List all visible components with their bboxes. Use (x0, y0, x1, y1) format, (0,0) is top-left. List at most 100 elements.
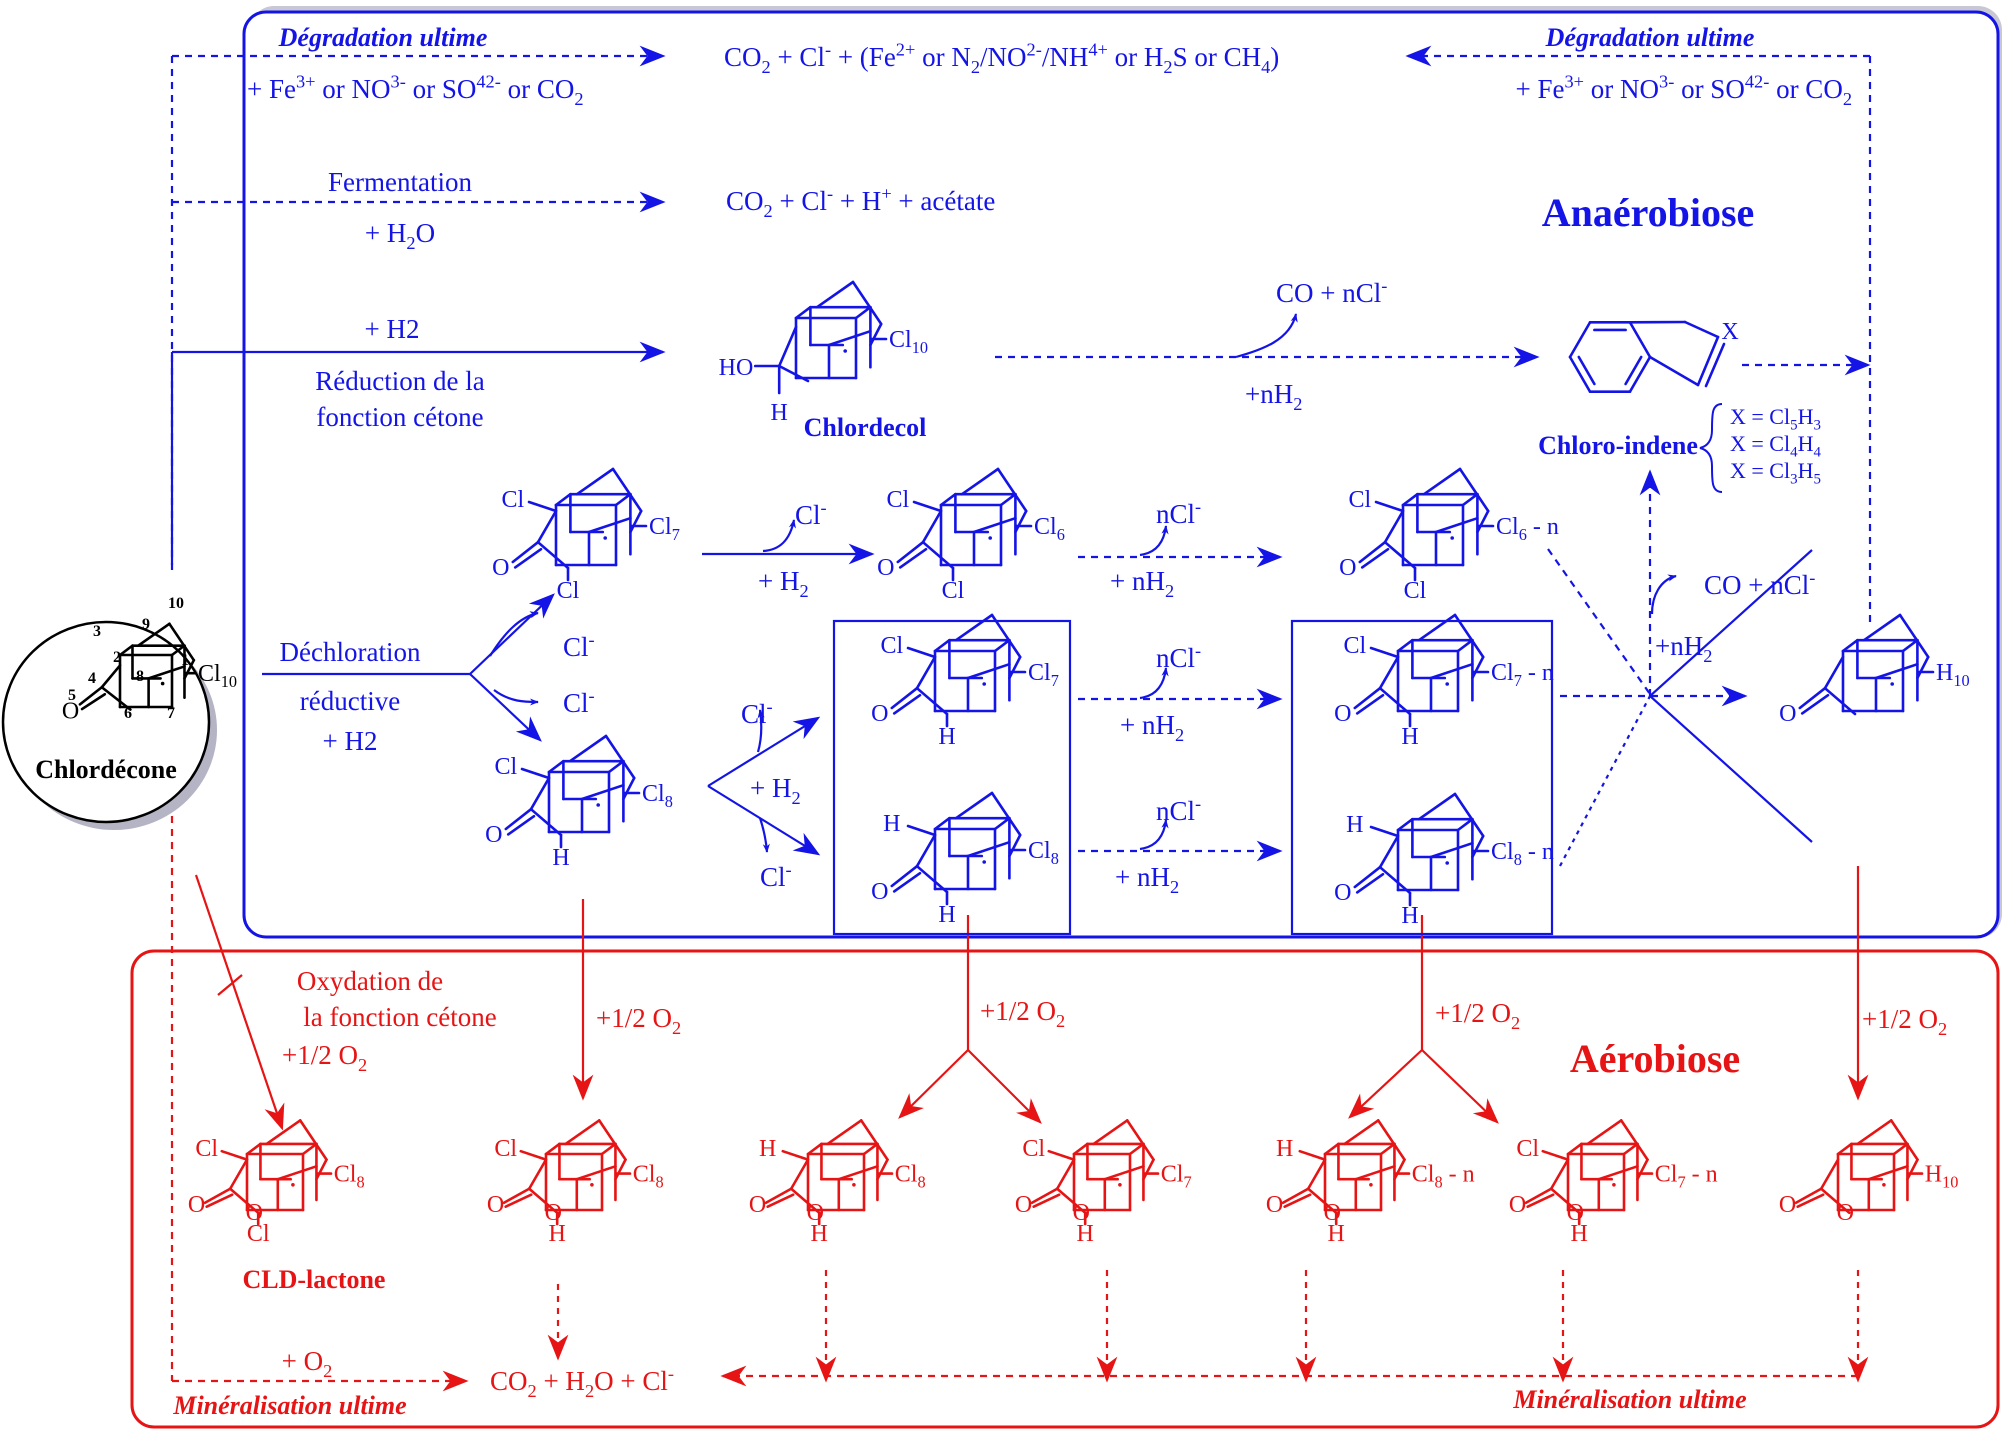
left-atom: H (1346, 812, 1363, 838)
bottom-atom: H (1328, 1221, 1345, 1247)
lactone-oxygen: O (487, 1192, 504, 1218)
atom-number-5: 5 (68, 687, 76, 704)
ncl-release-1: nCl- (1156, 497, 1201, 529)
bottom-atom: H (811, 1221, 828, 1247)
atom-number-7: 7 (167, 705, 175, 722)
left-atom: Cl (494, 754, 517, 780)
lactone-oxygen: O (1779, 1192, 1796, 1218)
atom-number-2: 2 (113, 649, 121, 666)
substituent-label: Cl7 - n (1491, 660, 1554, 690)
chlordecol-name: Chlordecol (804, 413, 927, 442)
left-atom: Cl (1516, 1136, 1539, 1162)
substituent-label: Cl6 - n (1496, 514, 1559, 544)
left-atom: Cl (501, 487, 524, 513)
o2-step-3: +1/2 O2 (1435, 998, 1520, 1033)
left-atom: H (1276, 1136, 1293, 1162)
left-atom: H (759, 1136, 776, 1162)
o2-step-4: +1/2 O2 (1862, 1004, 1947, 1039)
atom-number-8: 8 (136, 668, 144, 685)
ketone-oxygen: O (1339, 555, 1356, 581)
substituent-label: Cl8 - n (1491, 839, 1554, 869)
o2-step-1: +1/2 O2 (596, 1003, 681, 1038)
chlordecol-h: H (771, 400, 788, 426)
ultimate-products: CO2 + Cl- + (Fe2+ or N2/NO2-/NH4+ or H2S… (724, 40, 1279, 77)
ketone-oxygen: O (1779, 701, 1796, 727)
ring-oxygen: O (1837, 1200, 1854, 1226)
fermentation-h2o: + H2O (365, 218, 435, 253)
lactone-name: CLD-lactone (243, 1265, 386, 1294)
nh2-step-3: + nH2 (1115, 862, 1179, 897)
aerobic-title: Aérobiose (1570, 1036, 1740, 1081)
reduction-label-2: fonction cétone (316, 402, 483, 432)
ketone-oxygen: O (485, 822, 502, 848)
ketone-oxygen: O (1334, 880, 1351, 906)
fermentation-label: Fermentation (328, 167, 472, 197)
indene-x: X (1721, 319, 1738, 345)
substituent-label: Cl8 - n (1412, 1162, 1475, 1192)
bottom-atom: H (1571, 1221, 1588, 1247)
chlordecol-co-release: CO + nCl- (1276, 276, 1387, 308)
nh2-step-2: + nH2 (1120, 710, 1184, 745)
bottom-atom: H (1401, 724, 1418, 750)
bottom-atom: Cl (247, 1221, 270, 1247)
left-atom: Cl (1348, 487, 1371, 513)
ncl-release-3: nCl- (1156, 794, 1201, 826)
anaerobic-title: Anaérobiose (1542, 190, 1755, 235)
reduction-label-1: Réduction de la (315, 366, 484, 396)
mineralisation-products: CO2 + H2O + Cl- (490, 1364, 674, 1401)
chlordecone-name: Chlordécone (35, 755, 177, 784)
oxidation-label-2: la fonction cétone (303, 1002, 496, 1032)
ncl-release-2: nCl- (1156, 641, 1201, 673)
atom-number-1: 1 (181, 652, 189, 669)
dechlorination-label-2: réductive (300, 686, 400, 716)
mineral-left-label: Minéralisation ultime (172, 1391, 406, 1420)
left-atom: Cl (880, 633, 903, 659)
ketone-oxygen: O (871, 701, 888, 727)
bottom-atom: H (549, 1221, 566, 1247)
bottom-atom: H (1077, 1221, 1094, 1247)
atom-number-3: 3 (93, 623, 101, 640)
left-atom: Cl (886, 487, 909, 513)
left-atom: Cl (195, 1136, 218, 1162)
atom-number-9: 9 (142, 616, 150, 633)
bottom-atom: H (1401, 903, 1418, 929)
o2-step-2: +1/2 O2 (980, 996, 1065, 1031)
nh2-step-1: + nH2 (1110, 566, 1174, 601)
lactone-oxygen: O (1266, 1192, 1283, 1218)
bottom-atom: H (938, 724, 955, 750)
lactone-oxygen: O (1509, 1192, 1526, 1218)
mineral-right-label: Minéralisation ultime (1512, 1385, 1746, 1414)
deg-left-label: Dégradation ultime (278, 23, 488, 52)
lactone-oxygen: O (188, 1192, 205, 1218)
substituent-label: Cl7 - n (1655, 1162, 1718, 1192)
bottom-atom: H (552, 845, 569, 871)
lactone-oxygen: O (749, 1192, 766, 1218)
dechlorination-h2: + H2 (323, 726, 378, 756)
atom-number-10: 10 (168, 595, 184, 612)
left-atom: Cl (494, 1136, 517, 1162)
co-release-h10: CO + nCl- (1704, 568, 1815, 600)
lactone-oxygen: O (1015, 1192, 1032, 1218)
ketone-oxygen: O (877, 555, 894, 581)
left-atom: Cl (1022, 1136, 1045, 1162)
atom-number-4: 4 (88, 670, 96, 687)
chlordecone-subst: Cl10 (198, 661, 237, 691)
o2-oxidation: +1/2 O2 (282, 1040, 367, 1075)
left-atom: H (883, 811, 900, 837)
bottom-atom: H (938, 902, 955, 928)
ketone-oxygen: O (871, 879, 888, 905)
dechlorination-label-1: Déchloration (280, 637, 421, 667)
oxidation-label-1: Oxydation de (297, 966, 443, 996)
indene-name: Chloro-indene (1538, 431, 1698, 460)
left-atom: Cl (1343, 633, 1366, 659)
bottom-atom: Cl (1404, 578, 1427, 604)
atom-number-6: 6 (124, 705, 132, 722)
ketone-oxygen: O (492, 555, 509, 581)
ketone-oxygen: O (1334, 701, 1351, 727)
bottom-atom: Cl (557, 578, 580, 604)
deg-right-label: Dégradation ultime (1545, 23, 1755, 52)
bottom-atom: Cl (942, 578, 965, 604)
hydroxyl-label: HO (719, 355, 754, 381)
